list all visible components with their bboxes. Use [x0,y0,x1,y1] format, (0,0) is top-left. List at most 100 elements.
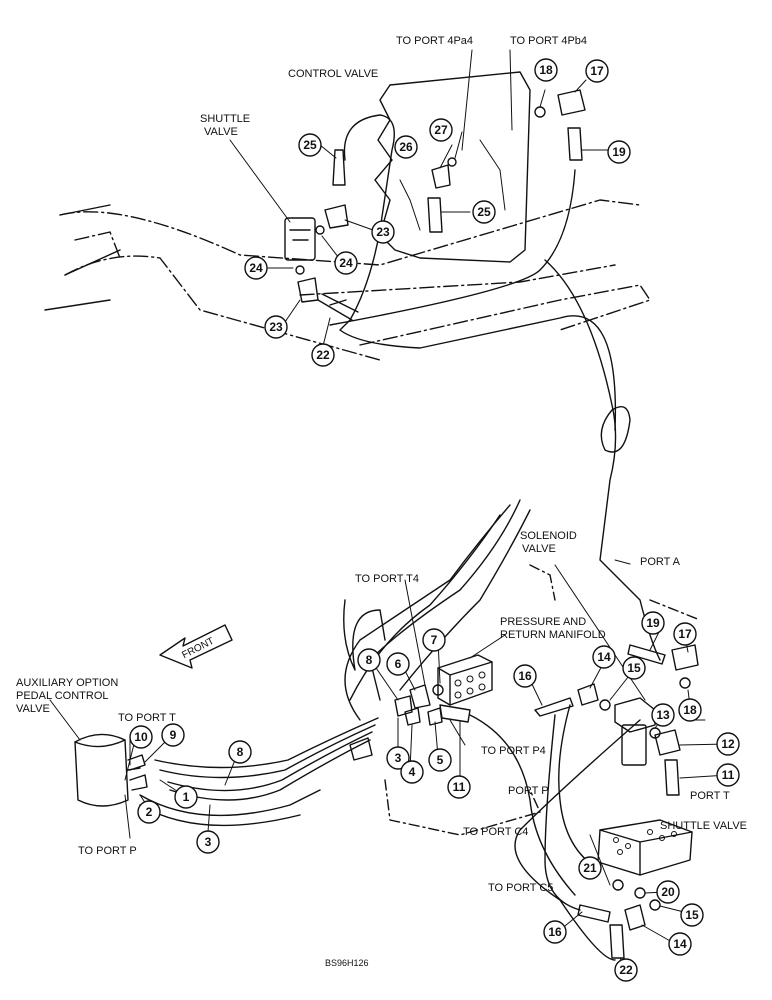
callout-16: 16 [518,669,532,683]
label-to-port-4pb4: TO PORT 4Pb4 [510,35,588,47]
fitting-25-right [427,197,443,233]
hose-aux-2 [167,731,373,792]
fitting-17-right [671,644,699,671]
o-ring-24-upper [315,225,325,235]
callout-24: 24 [339,256,353,270]
leader-lines [49,49,729,969]
fitting-17-top [557,89,586,116]
o-ring-15-mid [599,699,611,711]
callout-16: 16 [548,925,562,939]
fitting-26 [431,164,451,189]
hose-19-to-port-a [329,169,576,326]
callout-2: 2 [146,805,153,819]
fitting-4 [404,707,421,726]
callout-19: 19 [612,145,626,159]
label-to-port-p: TO PORT P [78,845,137,857]
callout-12: 12 [721,737,735,751]
callout-6: 6 [395,657,402,671]
hose-c4 [558,704,601,871]
fitting-6 [409,684,431,709]
manifold-body [437,654,493,706]
o-ring-24-lower [295,265,305,275]
o-ring-18-right [679,677,691,689]
o-ring-15-bottom [649,899,661,911]
label-to-port-4pa4: TO PORT 4Pa4 [396,35,474,47]
hose-long-right [544,259,661,661]
callout-15: 15 [627,661,641,675]
fitting-19-right [627,644,666,665]
label-to-port-c4: TO PORT C4 [463,826,529,838]
label-to-port-t4: TO PORT T4 [355,573,419,585]
label-port-t: PORT T [690,790,730,802]
callout-23: 23 [376,225,390,239]
label-pressure-return-manifold-2: RETURN MANIFOLD [500,629,606,641]
callout-20: 20 [661,885,675,899]
fitting-11-manifold [439,704,471,723]
label-to-port-t: TO PORT T [118,712,176,724]
label-aux-pedal-1: AUXILIARY OPTION [16,677,119,689]
fitting-14-mid [577,683,599,706]
manifold-ports [454,671,486,699]
callout-8: 8 [237,745,244,759]
label-shuttle-valve-top-1: SHUTTLE [200,113,251,125]
hose-bundle-upper [344,504,511,721]
callout-4: 4 [409,765,416,779]
fitting-27 [447,157,457,167]
control-valve-detail [399,139,506,231]
hose-aux-5 [139,789,321,817]
label-control-valve: CONTROL VALVE [288,68,379,80]
callout-10: 10 [134,730,148,744]
manifold-top [437,661,493,706]
callout-15: 15 [685,908,699,922]
hose-aux-4 [154,717,379,769]
fitting-23-lower [297,277,319,303]
label-shuttle-valve-bottom: SHUTTLE VALVE [660,820,748,832]
callout-22: 22 [619,963,633,977]
fitting-23-upper [324,204,349,229]
callout-13: 13 [656,708,670,722]
fitting-16-bottom [577,904,611,923]
callout-25: 25 [303,138,317,152]
callout-21: 21 [583,861,597,875]
label-aux-pedal-3: VALVE [16,703,50,715]
callout-22: 22 [316,348,330,362]
pedal-valve-fittings [127,754,148,791]
label-pressure-return-manifold-1: PRESSURE AND [500,616,587,628]
callout-14: 14 [597,650,611,664]
label-to-port-p4: TO PORT P4 [481,745,546,757]
fitting-14-bottom [624,904,646,931]
shuttle-valve-top-body [284,217,316,261]
machine-frame-solid [44,204,121,311]
o-ring-18-top [534,106,546,118]
callout-25: 25 [477,205,491,219]
fitting-19-top [567,127,583,161]
hose-loop [600,406,631,453]
callout-11: 11 [453,780,466,794]
shuttle-valve-top-detail [289,229,311,241]
hose-aux-1 [169,739,371,801]
pedal-valve-body [74,733,129,807]
hose-aux-3 [159,724,376,779]
fitting-22 [317,293,359,321]
callout-circles [129,58,740,982]
callout-numbers: 1 2 3 8 10 9 8 6 7 3 4 5 11 16 14 15 19 … [134,63,735,977]
callout-27: 27 [434,123,448,137]
callout-7: 7 [431,633,438,647]
o-ring-20 [634,887,646,899]
label-solenoid-valve-2: VALVE [522,543,556,555]
label-to-port-c5: TO PORT C5 [488,882,554,894]
fitting-25-left [332,149,346,186]
fitting-5 [427,707,443,726]
figure-reference: BS96H126 [325,958,369,968]
callout-18: 18 [683,703,697,717]
hose-port-p [514,719,641,961]
shuttle-valve-bottom-ports [613,829,677,855]
fitting-11-right [664,759,680,796]
label-aux-pedal-2: PEDAL CONTROL [16,690,109,702]
hose-bundle-lower [399,509,531,691]
callout-17: 17 [678,627,692,641]
control-valve-outline [374,71,531,263]
callout-23: 23 [269,320,283,334]
label-port-p: PORT P [508,785,549,797]
callout-17: 17 [590,64,604,78]
